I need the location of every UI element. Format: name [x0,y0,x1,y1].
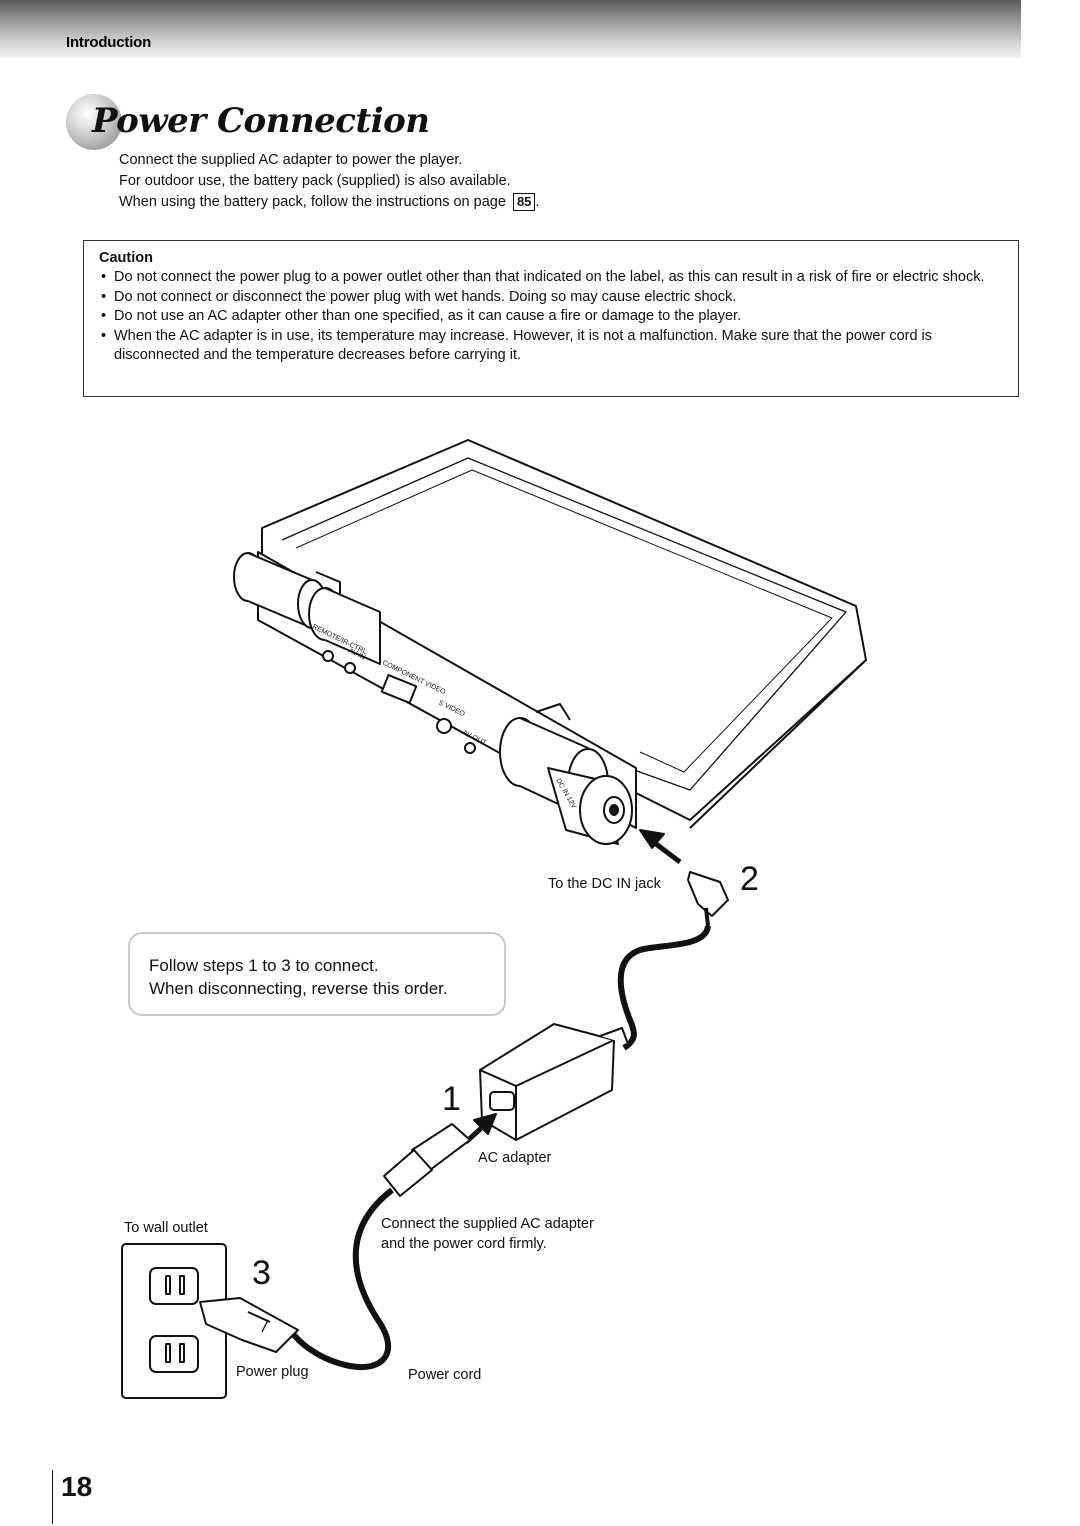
page-reference[interactable]: 85 [512,193,536,211]
intro-text: Connect the supplied AC adapter to power… [119,150,539,213]
label-dc-in-jack: To the DC IN jack [548,876,661,892]
caution-box: Caution Do not connect the power plug to… [83,240,1019,397]
intro-line-3-end: . [535,194,540,210]
intro-line-3: When using the battery pack, follow the … [119,192,539,213]
step-3: 3 [252,1254,271,1292]
intro-line-2: For outdoor use, the battery pack (suppl… [119,173,511,189]
intro-line-3-text: When using the battery pack, follow the … [119,194,506,210]
caution-item: Do not connect or disconnect the power p… [99,288,1000,308]
label-wall-outlet: To wall outlet [124,1220,208,1236]
dvd-player-illustration [233,439,867,845]
step-2: 2 [740,860,759,898]
connection-diagram: REMOTE/IR-CTRL AV IN COMPONENT VIDEO S V… [121,439,867,1399]
label-ac-adapter: AC adapter [478,1150,552,1166]
steps-note-line-1: Follow steps 1 to 3 to connect. [149,956,379,975]
label-power-plug: Power plug [236,1364,309,1380]
page-number: 18 [52,1470,92,1524]
caution-item: Do not use an AC adapter other than one … [99,307,1000,327]
header-bar [0,0,1021,58]
steps-note: Follow steps 1 to 3 to connect. When dis… [128,932,506,1016]
page-title: Power Connection [92,101,430,141]
caution-title: Caution [99,250,153,266]
section-label: Introduction [66,34,152,51]
label-connect-note-1: Connect the supplied AC adapter [381,1216,594,1232]
title-bubble-icon [66,94,122,150]
intro-line-1: Connect the supplied AC adapter to power… [119,152,463,168]
caution-item: Do not connect the power plug to a power… [99,268,1000,288]
step-1: 1 [442,1080,461,1118]
caution-list: Do not connect the power plug to a power… [99,268,1000,366]
label-power-cord: Power cord [408,1367,482,1383]
caution-item: When the AC adapter is in use, its tempe… [99,327,1000,366]
label-connect-note-2: and the power cord firmly. [381,1236,547,1252]
steps-note-line-2: When disconnecting, reverse this order. [149,979,448,998]
